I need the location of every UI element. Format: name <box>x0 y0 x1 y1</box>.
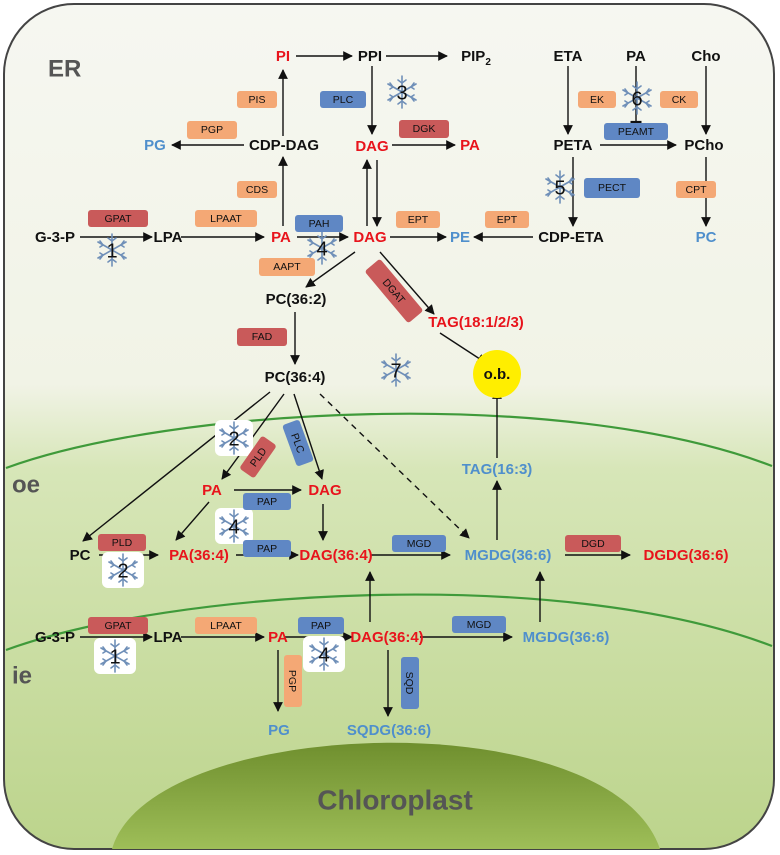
metabolite-ppi: PPI <box>358 48 382 65</box>
metabolite-cdp-dag: CDP-DAG <box>249 137 319 154</box>
enzymes: PIS PLC PGP DGK EK CK PEAMT CDS PECT CPT… <box>88 91 716 709</box>
arrow-pc364-dag-oe <box>293 393 324 480</box>
enzyme-cpt: CPT <box>686 184 708 196</box>
metabolite-pc-er: PC <box>696 229 717 246</box>
metabolite-pip2: PIP2 <box>461 48 491 68</box>
metabolite-pa-oe: PA <box>202 482 222 499</box>
metabolite-eta: ETA <box>554 48 583 65</box>
enzyme-fad: FAD <box>252 331 273 343</box>
step-2-oe-b: 2 <box>117 560 128 582</box>
enzyme-pap-ie: PAP <box>311 620 331 632</box>
arrow-pc364-mgdg-dashed <box>319 393 470 539</box>
arrow-tag-ob <box>439 332 487 364</box>
metabolite-pc-36-4: PC(36:4) <box>265 369 326 386</box>
metabolite-pa-36-4: PA(36:4) <box>169 547 229 564</box>
metabolite-mgdg-36-6-oe: MGDG(36:6) <box>465 547 552 564</box>
oil-body-circle <box>473 350 521 398</box>
outer-envelope-membrane <box>5 412 773 470</box>
enzyme-lpaat-er: LPAAT <box>210 213 242 225</box>
ie-label: ie <box>12 662 32 689</box>
enzyme-gpat-ie: GPAT <box>104 620 132 632</box>
metabolite-g3p-er: G-3-P <box>35 229 75 246</box>
metabolite-g3p-ie: G-3-P <box>35 629 75 646</box>
step-3: 3 <box>396 82 407 104</box>
enzyme-peamt: PEAMT <box>618 126 655 138</box>
enzyme-cds: CDS <box>246 184 268 196</box>
metabolite-cho: Cho <box>691 48 720 65</box>
enzyme-ept-2: EPT <box>497 214 518 226</box>
metabolite-pe: PE <box>450 229 470 246</box>
enzyme-dgd: DGD <box>581 538 605 550</box>
chloroplast-body <box>112 742 660 849</box>
metabolites: PI PPI PIP2 ETA PA Cho PG CDP-DAG DAG PA… <box>35 48 729 739</box>
arrow-pa-oe-pa364 <box>175 501 210 541</box>
metabolite-pc-36-2: PC(36:2) <box>266 291 327 308</box>
metabolite-pg-ie: PG <box>268 722 290 739</box>
chloroplast-label: Chloroplast <box>317 784 473 815</box>
metabolite-tag-16-3: TAG(16:3) <box>462 461 533 478</box>
step-4-er: 4 <box>316 238 327 260</box>
step-4-oe: 4 <box>228 516 239 538</box>
step-7: 7 <box>390 360 401 382</box>
metabolite-pa-er: PA <box>271 229 291 246</box>
enzyme-pect: PECT <box>598 182 627 194</box>
enzyme-mgd-ie: MGD <box>467 619 492 631</box>
oe-label: oe <box>12 471 40 498</box>
enzyme-pgp-ie: PGP <box>286 670 298 692</box>
step-1-ie: 1 <box>109 646 120 668</box>
enzyme-pah: PAH <box>309 218 330 230</box>
metabolite-dag-oe: DAG <box>308 482 341 499</box>
arrow-dag-tag <box>379 251 435 315</box>
enzyme-pap-oe-1: PAP <box>257 496 277 508</box>
enzyme-plc-top: PLC <box>333 94 354 106</box>
enzyme-sqd: SQD <box>403 672 415 695</box>
metabolite-sqdg-36-6: SQDG(36:6) <box>347 722 431 739</box>
metabolite-pcho: PCho <box>684 137 723 154</box>
metabolite-dag-36-4-ie: DAG(36:4) <box>350 629 423 646</box>
step-4-ie: 4 <box>318 644 329 666</box>
enzyme-pis: PIS <box>249 94 266 106</box>
metabolite-peta: PETA <box>554 137 593 154</box>
metabolite-pa-top: PA <box>626 48 646 65</box>
metabolite-dgdg-36-6: DGDG(36:6) <box>643 547 728 564</box>
metabolite-lpa-ie: LPA <box>154 629 183 646</box>
metabolite-dag-36-4-oe: DAG(36:4) <box>299 547 372 564</box>
metabolite-oil-body: o.b. <box>484 366 511 383</box>
metabolite-pi: PI <box>276 48 290 65</box>
arrow-dag-pc362 <box>305 251 356 288</box>
step-2-oe-a: 2 <box>228 428 239 450</box>
step-5: 5 <box>554 177 565 199</box>
metabolite-lpa-er: LPA <box>154 229 183 246</box>
metabolite-mgdg-36-6-ie: MGDG(36:6) <box>523 629 610 646</box>
metabolite-pa-dgk: PA <box>460 137 480 154</box>
metabolite-cdp-eta: CDP-ETA <box>538 229 604 246</box>
metabolite-dag-er: DAG <box>353 229 386 246</box>
metabolite-dag-top: DAG <box>355 138 388 155</box>
arrow-pc364-pc-oe <box>82 391 271 542</box>
enzyme-ck: CK <box>672 94 687 106</box>
metabolite-tag-er: TAG(18:1/2/3) <box>428 314 524 331</box>
enzyme-ek: EK <box>590 94 604 106</box>
enzyme-ept-1: EPT <box>408 214 429 226</box>
enzyme-lpaat-ie: LPAAT <box>210 620 242 632</box>
regulation-markers: 1 3 4 5 6 7 2 4 2 1 4 <box>94 75 652 674</box>
enzyme-dgk: DGK <box>413 123 436 135</box>
enzyme-aapt: AAPT <box>273 261 301 273</box>
enzyme-pgp-er: PGP <box>201 124 223 136</box>
enzyme-mgd-oe: MGD <box>407 538 432 550</box>
enzyme-pld-oe: PLD <box>112 537 133 549</box>
enzyme-pap-oe-2: PAP <box>257 543 277 555</box>
metabolite-pc-oe: PC <box>70 547 91 564</box>
step-1-er: 1 <box>106 240 117 262</box>
step-6: 6 <box>631 88 642 110</box>
metabolite-pg-er: PG <box>144 137 166 154</box>
metabolite-pa-ie: PA <box>268 629 288 646</box>
er-label: ER <box>48 55 81 82</box>
enzyme-gpat-er: GPAT <box>104 213 132 225</box>
